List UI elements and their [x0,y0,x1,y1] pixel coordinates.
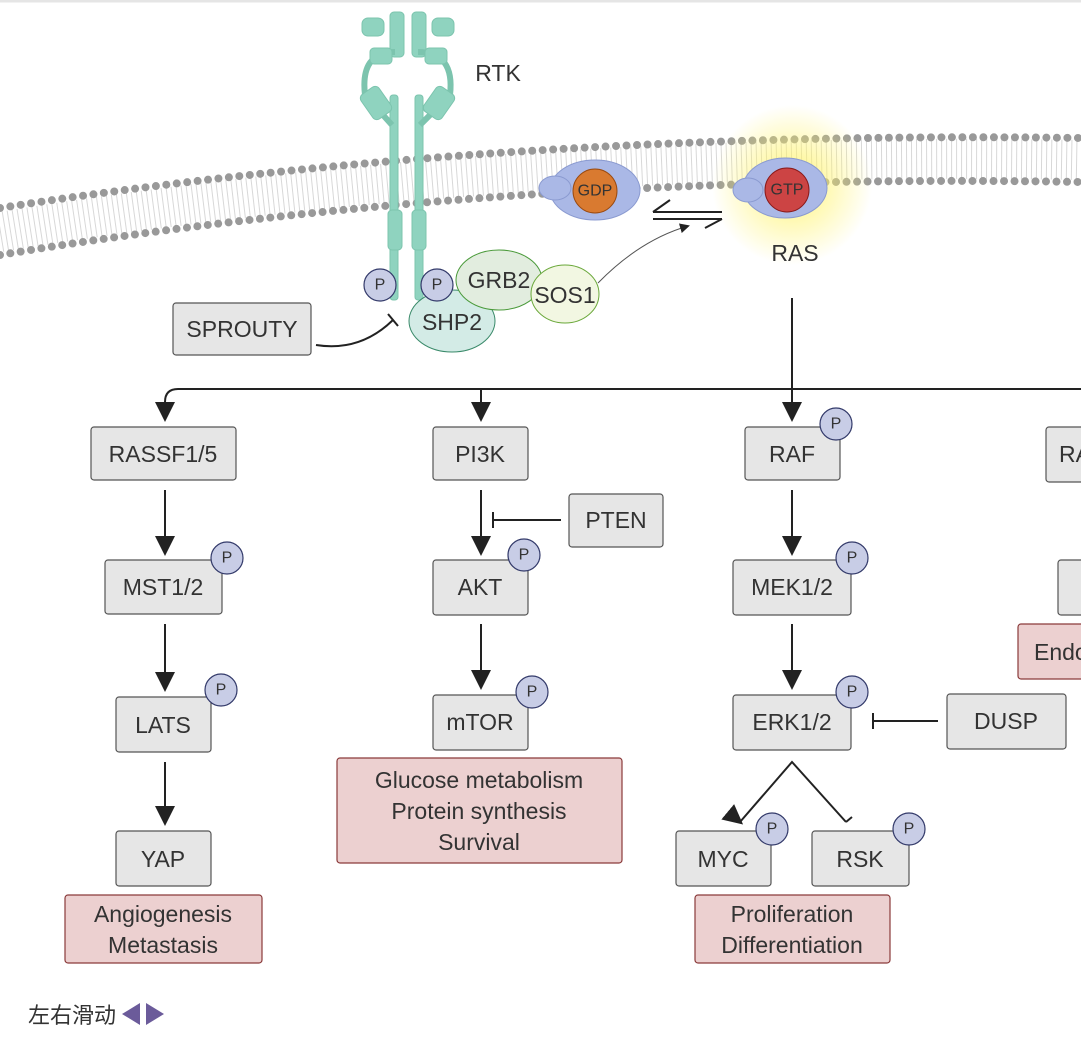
glucose-outcome [336,757,623,864]
scroll-hint: 左右滑动 [28,998,165,1030]
dusp-box [946,693,1067,750]
phosphorylation-markers: P P P P P P P P P P P [204,268,926,846]
rtk-label: RTK [475,60,521,86]
svg-text:SHP2: SHP2 [422,309,482,335]
mst-box [104,559,223,615]
svg-text:MST1/2: MST1/2 [123,574,204,600]
svg-text:Proliferation: Proliferation [731,901,854,927]
cell-membrane [0,133,1081,259]
lats-box [115,696,212,753]
svg-text:SPROUTY: SPROUTY [186,316,297,342]
svg-text:Endo: Endo [1034,639,1081,665]
ras-gtp: GTP [732,157,828,219]
svg-text:DUSP: DUSP [974,708,1038,734]
svg-text:LATS: LATS [135,712,191,738]
svg-text:RSK: RSK [836,846,884,872]
svg-text:P: P [831,416,842,433]
sos1 [530,264,600,324]
ral-box [1045,426,1081,483]
svg-text:P: P [519,547,530,564]
svg-text:PTEN: PTEN [585,507,646,533]
svg-text:P: P [847,550,858,567]
proliferation-outcome [694,894,891,964]
svg-text:Differentiation: Differentiation [721,932,863,958]
svg-text:AKT: AKT [458,574,503,600]
svg-text:P: P [527,684,538,701]
raf-box [744,426,841,481]
mtor-box [432,694,529,751]
angiogenesis-outcome [64,894,263,964]
svg-text:Glucose metabolism: Glucose metabolism [375,767,583,793]
svg-text:Angiogenesis: Angiogenesis [94,901,232,927]
myc-box [675,830,772,887]
endo-outcome [1017,623,1081,680]
mek-box [732,559,852,616]
svg-text:RAF: RAF [769,441,815,467]
svg-text:P: P [375,277,386,294]
svg-text:MYC: MYC [697,846,748,872]
ras-label: RAS [771,240,818,266]
svg-text:P: P [432,277,443,294]
svg-text:PI3K: PI3K [455,441,506,467]
svg-text:GTP: GTP [771,182,804,199]
svg-text:SOS1: SOS1 [534,282,595,308]
rtk-receptor [359,11,456,301]
svg-text:ERK1/2: ERK1/2 [752,709,831,735]
svg-text:GRB2: GRB2 [468,267,531,293]
equilibrium-arrows-icon [652,199,723,229]
svg-text:Survival: Survival [438,829,520,855]
triangle-right-icon[interactable] [146,1003,165,1025]
svg-text:Metastasis: Metastasis [108,932,218,958]
sprouty-box [172,302,312,356]
svg-text:P: P [767,821,778,838]
svg-text:YAP: YAP [141,846,185,872]
rsk-box [811,830,910,887]
svg-text:P: P [222,550,233,567]
akt-box [432,559,529,616]
svg-text:Protein synthesis: Protein synthesis [391,798,566,824]
svg-text:P: P [904,821,915,838]
rassf-box [90,426,237,481]
erk-box [732,694,852,751]
triangle-left-icon[interactable] [122,1003,141,1025]
pten-box [568,493,664,548]
scroll-hint-text: 左右滑动 [28,1004,117,1029]
svg-text:GDP: GDP [578,183,613,200]
svg-text:P: P [847,684,858,701]
svg-text:RASSF1/5: RASSF1/5 [109,441,218,467]
svg-text:mTOR: mTOR [446,709,513,735]
pi3k-box [432,426,529,481]
ras-gdp: GDP [538,159,641,221]
svg-text:P: P [216,682,227,699]
svg-text:RA: RA [1059,441,1081,467]
yap-box [115,830,212,887]
cut-off-box [1057,559,1081,616]
svg-text:MEK1/2: MEK1/2 [751,574,833,600]
